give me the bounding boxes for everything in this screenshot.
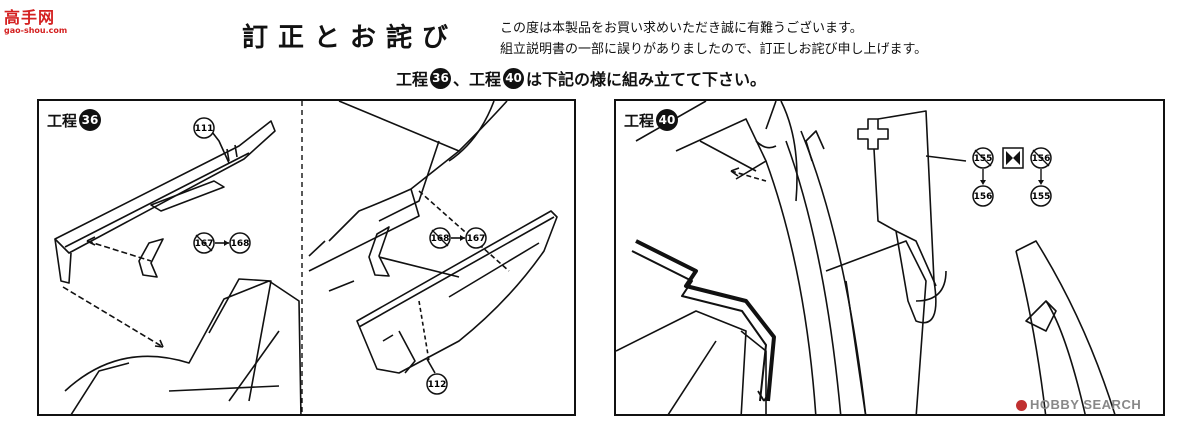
step-40-label: 工程 40: [624, 109, 679, 131]
instruction-separator: 、: [453, 70, 470, 89]
site-logo: 高手网 gao-shou.com: [4, 4, 74, 40]
step-number-badge: 40: [656, 109, 679, 131]
step-36-panel: 111 167 168 168 167 112 工程 36: [37, 99, 576, 416]
step-koutei-text: 工程: [624, 111, 655, 130]
correct-part-label: 167: [467, 234, 486, 244]
instruction-koutei-1: 工程: [396, 70, 429, 89]
wrong-part-label: 156: [1032, 154, 1051, 164]
apology-line-1: この度は本製品をお買い求めいただき誠に有難うございます。: [500, 21, 863, 36]
hobby-search-watermark: HOBBY SEARCH: [1016, 397, 1141, 412]
correct-part-label: 168: [231, 239, 250, 249]
page-title: 訂正とお詫び: [242, 23, 459, 53]
step-40-diagram: 155 156 156 155: [616, 101, 1116, 414]
correct-part-label: 155: [1032, 192, 1051, 202]
step-36-label: 工程 36: [47, 109, 102, 131]
correct-part-label: 156: [974, 192, 993, 202]
watermark-text: HOBBY SEARCH: [1030, 397, 1142, 412]
logo-url: gao-shou.com: [4, 26, 68, 35]
apology-line-2: 組立説明書の一部に誤りがありましたので、訂正しお詫び申し上げます。: [500, 42, 928, 57]
step-koutei-text: 工程: [47, 111, 78, 130]
instruction-koutei-2: 工程: [469, 70, 502, 89]
wrong-part-label: 168: [431, 234, 450, 244]
step-number-badge: 40: [503, 67, 525, 89]
step-number-badge: 36: [430, 67, 452, 89]
logo-text: 高手网: [4, 8, 56, 27]
step-number-badge: 36: [79, 109, 102, 131]
wrong-part-label: 155: [974, 154, 993, 164]
instruction-text: は下記の様に組み立てて下さい。: [526, 70, 767, 89]
hobby-search-icon: [1016, 400, 1027, 412]
part-112-label: 112: [428, 380, 447, 390]
part-111-label: 111: [195, 124, 214, 134]
step-36-diagram: 111 167 168 168 167 112: [54, 101, 558, 414]
step-40-panel: 155 156 156 155 工程 40: [614, 99, 1165, 416]
instruction-line: 工程 36 、 工程 40 は下記の様に組み立てて下さい。: [396, 66, 766, 90]
wrong-part-label: 167: [195, 239, 214, 249]
